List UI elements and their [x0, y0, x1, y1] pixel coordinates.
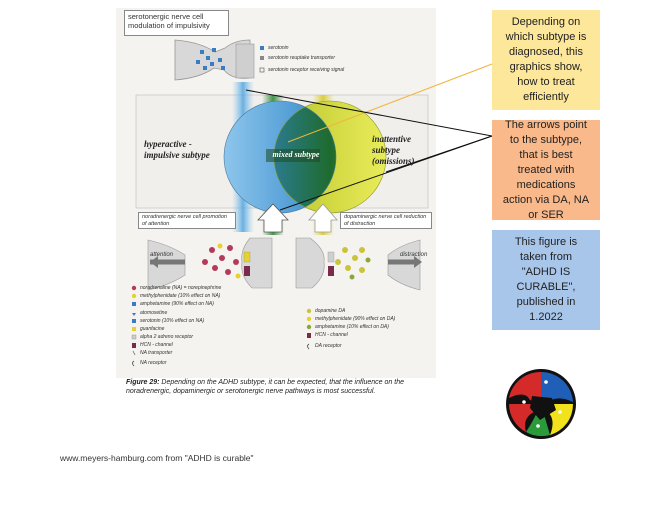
mixed-label: mixed subtype [272, 150, 320, 159]
serotonergic-synapse [174, 39, 255, 81]
noradrenergic-cell-box: noradrenergic nerve cell promotion of at… [138, 212, 236, 229]
serotonergic-legend-markers [259, 46, 265, 73]
up-arrows [257, 203, 338, 233]
note1-connector [287, 63, 493, 143]
legend-left-1: methylphenidate (10% effect on NA) [140, 293, 221, 299]
caption-text: Depending on the ADHD subtype, it can be… [126, 379, 404, 395]
noradrenergic-cell-label: noradrenergic nerve cell promotion of at… [142, 214, 227, 227]
legend-left-7: HCN - channel [140, 342, 173, 348]
note2-connector-top [245, 89, 493, 137]
legend-right-2: amphetamine (10% effect on DA) [315, 324, 389, 330]
dopaminergic-cell-label: dopaminergic nerve cell reduction of dis… [344, 214, 427, 227]
legend-serotonin-receptor: serotonin receptor receiving signal [268, 67, 345, 73]
legend-left-2: amphetamine (90% effect on NA) [140, 301, 214, 307]
note-source-text: This figure is taken from "ADHD IS CURAB… [514, 236, 578, 323]
adhd-logo-wheel [506, 369, 576, 439]
figure-caption: Figure 29: Depending on the ADHD subtype… [126, 378, 446, 396]
caption-label: Figure 29: [126, 379, 160, 386]
inattentive-label: inattentive subtype (omissions) [372, 134, 415, 166]
legend-left-5: guanfacine [140, 326, 165, 332]
legend-left-8: NA transporter [140, 350, 173, 356]
legend-right-0: dopamine DA [315, 308, 346, 314]
legend-left-0: noradrenaline (NA) = norepinephrine [140, 285, 222, 291]
legend-na-receptor: NA receptor [140, 360, 167, 366]
hyperactive-label: hyperactive - impulsive subtype [144, 139, 210, 160]
note2-connector-bottom [279, 135, 493, 211]
attention-label: attention [150, 252, 174, 258]
legend-right-3: HCN - channel [315, 332, 348, 338]
legend-serotonin-transporter: serotonin reuptake transporter [268, 55, 335, 61]
footer-source: www.meyers-hamburg.com from "ADHD is cur… [60, 453, 254, 463]
mixed-overlap [274, 101, 336, 213]
note-arrows: The arrows point to the subtype, that is… [492, 118, 600, 221]
distraction-label: distraction [400, 252, 428, 258]
noradrenergic-synapse [147, 237, 273, 291]
dopaminergic-synapse [295, 237, 422, 291]
note-arrows-text: The arrows point to the subtype, that is… [502, 118, 590, 221]
legend-serotonin: serotonin [268, 45, 289, 51]
note-treatment-text: Depending on which subtype is diagnosed,… [505, 16, 587, 103]
legend-left-4: serotonin (10% effect on NA) [140, 318, 205, 324]
legend-right-1: methylphenidate (90% effect on DA) [315, 316, 396, 322]
note-treatment: Depending on which subtype is diagnosed,… [492, 10, 600, 110]
legend-right-markers [306, 308, 312, 350]
legend-left-6: alpha 2 adreno receptor [140, 334, 194, 340]
dopaminergic-cell-box: dopaminergic nerve cell reduction of dis… [340, 212, 432, 229]
note-source: This figure is taken from "ADHD IS CURAB… [492, 230, 600, 330]
serotonergic-cell-label: serotonergic nerve cell modulation of im… [128, 12, 210, 30]
legend-left-markers [131, 285, 137, 367]
serotonergic-cell-box: serotonergic nerve cell modulation of im… [124, 10, 229, 36]
legend-da-receptor: DA receptor [315, 343, 342, 349]
legend-left-3: atomoxetine [140, 310, 168, 316]
